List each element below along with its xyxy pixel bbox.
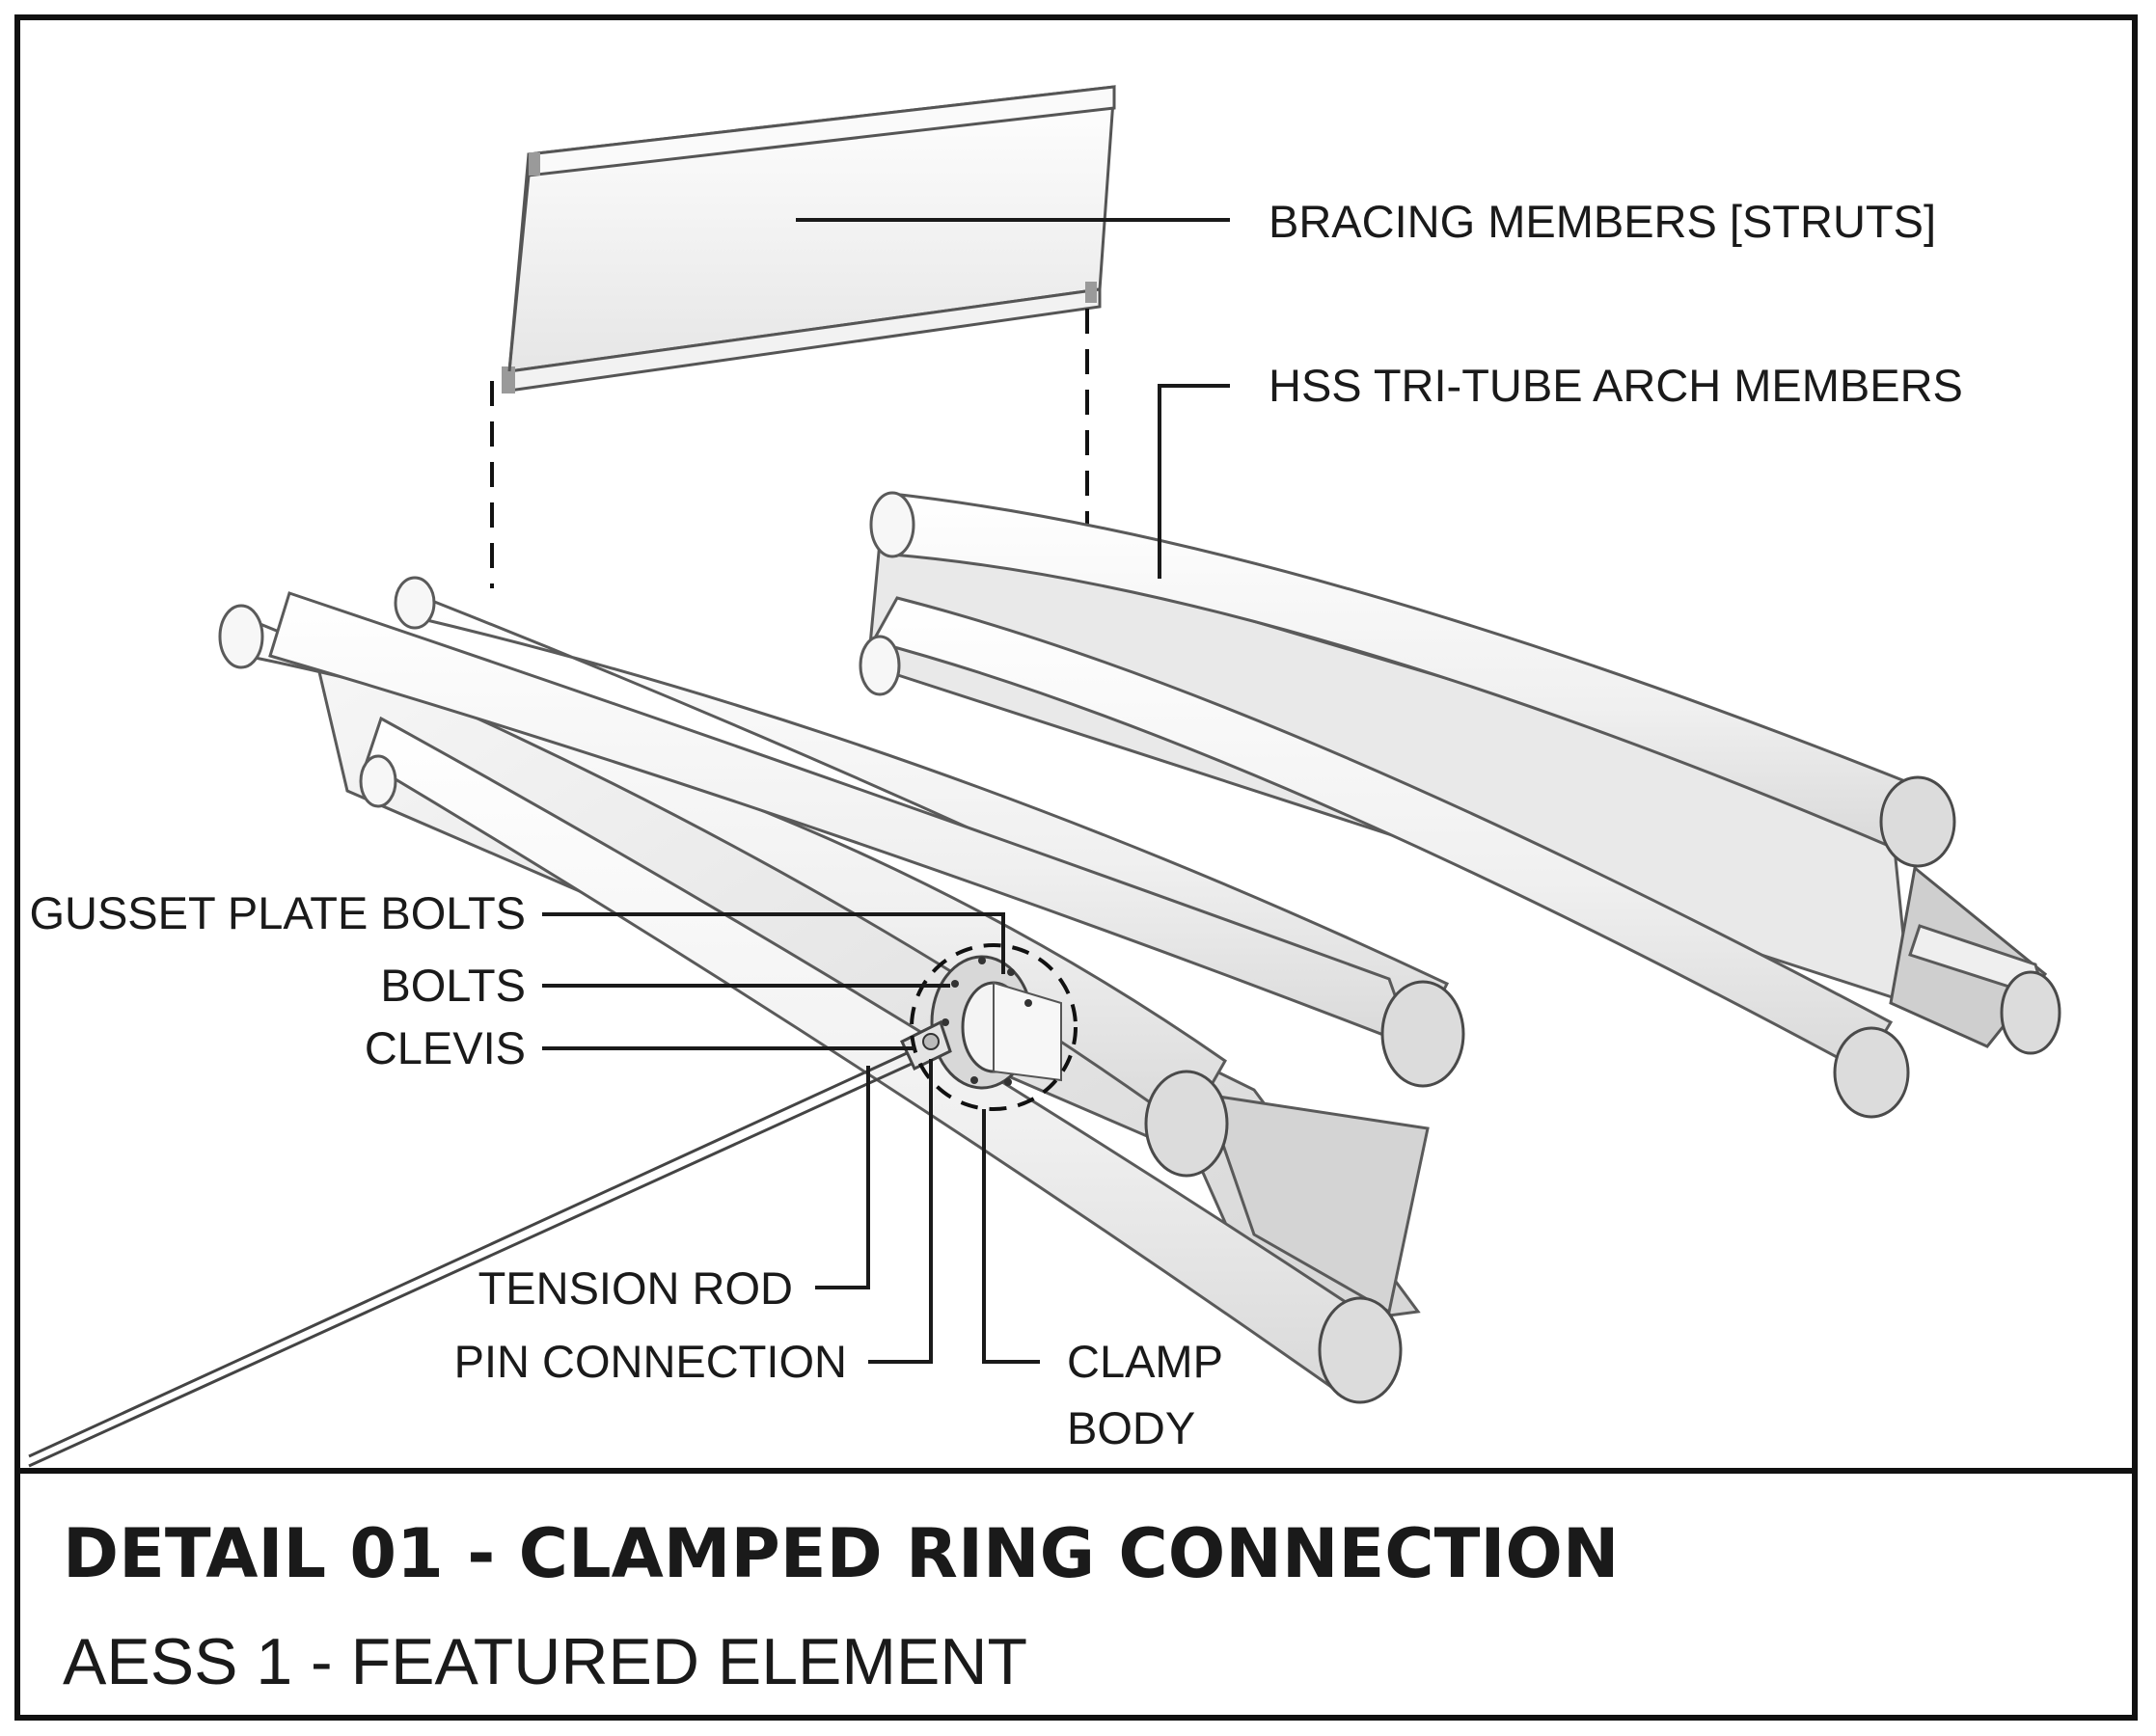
bracing-strut [502, 85, 1116, 393]
detail-subtitle: AESS 1 - FEATURED ELEMENT [63, 1625, 1027, 1698]
detail-callout-circle [910, 943, 1078, 1111]
detail-title: DETAIL 01 - CLAMPED RING CONNECTION [63, 1514, 1620, 1593]
label-tension-rod: TENSION ROD [478, 1262, 793, 1314]
label-clamp-body-line1: CLAMP [1067, 1336, 1223, 1387]
label-gusset-plate-bolts: GUSSET PLATE BOLTS [29, 887, 526, 938]
label-hss-tri-tube: HSS TRI-TUBE ARCH MEMBERS [1269, 360, 1963, 411]
label-clevis: CLEVIS [365, 1022, 526, 1073]
border-frame [14, 14, 2138, 1721]
hss-member-left [218, 576, 1465, 1404]
hss-member-right [859, 491, 2061, 1119]
label-bolts: BOLTS [380, 960, 526, 1011]
clamp-ring [900, 943, 1078, 1111]
label-bracing-members: BRACING MEMBERS [STRUTS] [1269, 196, 1936, 247]
label-pin-connection: PIN CONNECTION [454, 1336, 847, 1387]
leader-lines [542, 218, 1230, 1364]
tension-rod [28, 1051, 913, 1468]
label-clamp-body-line2: BODY [1067, 1402, 1195, 1453]
